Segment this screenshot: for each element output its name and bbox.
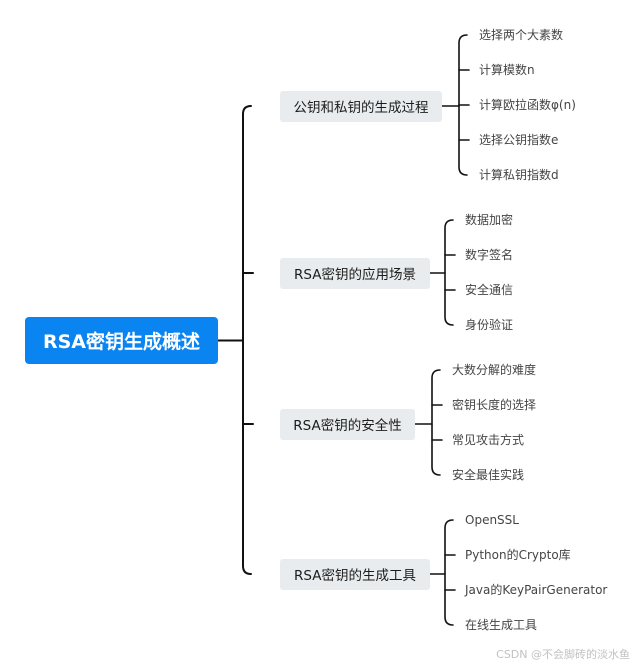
leaf-compute-private-exponent[interactable]: 计算私钥指数d [479,168,559,182]
root-node[interactable]: RSA密钥生成概述 [25,317,218,364]
leaf-compute-euler-phi[interactable]: 计算欧拉函数φ(n) [479,98,576,112]
leaf-secure-communication[interactable]: 安全通信 [465,283,514,297]
leaf-data-encryption[interactable]: 数据加密 [465,213,514,227]
root-connector-spine [242,105,252,575]
watermark: CSDN @不会脚砖的淡水鱼 [496,648,630,661]
branch-key-generation-process[interactable]: 公钥和私钥的生成过程 [280,90,442,122]
leaf-authentication[interactable]: 身份验证 [465,318,514,332]
leaf-choose-public-exponent[interactable]: 选择公钥指数e [479,133,559,147]
branch-generation-tools[interactable]: RSA密钥的生成工具 [280,558,430,590]
leaf-online-tools[interactable]: 在线生成工具 [465,618,538,632]
leaf-choose-two-primes[interactable]: 选择两个大素数 [479,28,564,42]
leaf-key-length-choice[interactable]: 密钥长度的选择 [452,398,537,412]
branch-1-connector-spine [444,219,454,326]
leaf-digital-signature[interactable]: 数字签名 [465,248,514,262]
leaf-openssl[interactable]: OpenSSL [465,513,519,527]
leaf-security-best-practices[interactable]: 安全最佳实践 [452,468,525,482]
leaf-factoring-difficulty[interactable]: 大数分解的难度 [452,363,537,377]
branch-application-scenarios[interactable]: RSA密钥的应用场景 [280,257,430,289]
branch-security[interactable]: RSA密钥的安全性 [280,408,415,440]
leaf-java-keypairgenerator[interactable]: Java的KeyPairGenerator [465,583,608,597]
branch-2-connector-spine [431,369,441,476]
leaf-compute-modulus[interactable]: 计算模数n [479,63,535,77]
branch-3-connector-spine [444,519,454,626]
leaf-common-attacks[interactable]: 常见攻击方式 [452,433,525,447]
leaf-python-crypto[interactable]: Python的Crypto库 [465,548,571,562]
